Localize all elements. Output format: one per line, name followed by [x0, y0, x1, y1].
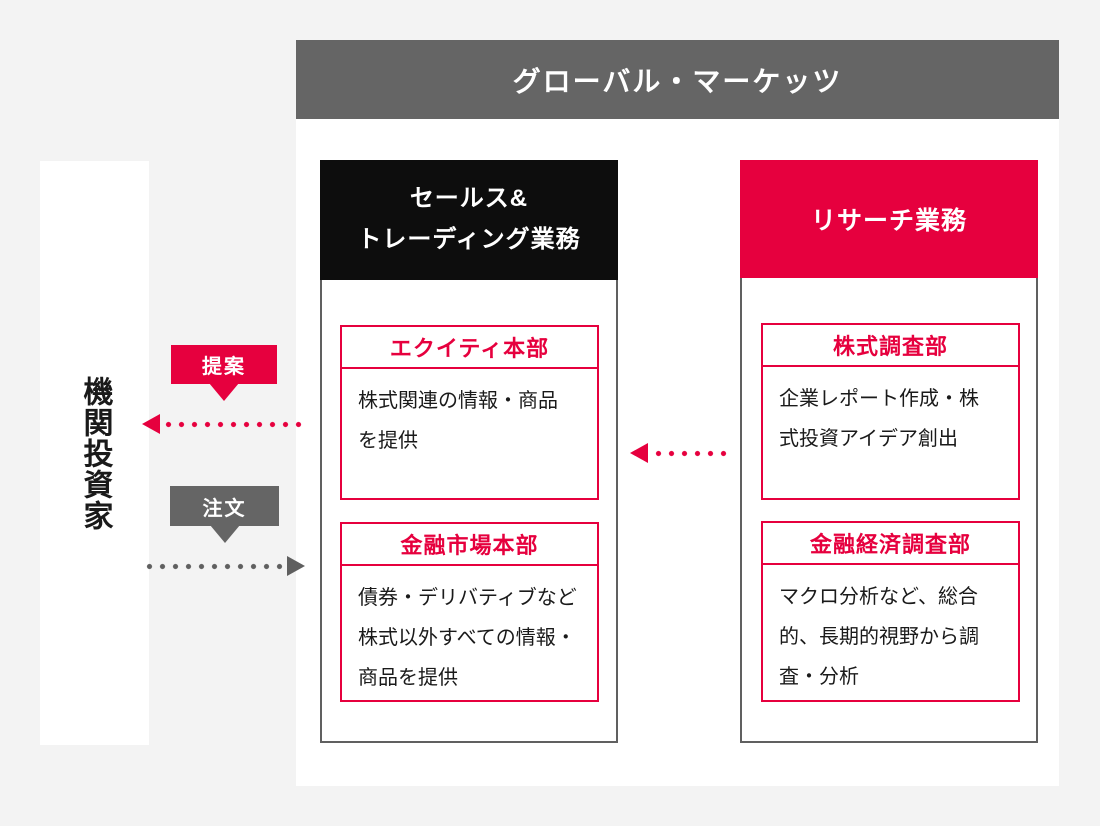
equity-division-body: 株式関連の情報・商品 を提供 — [358, 390, 558, 452]
sales-trading-header: セールス& トレーディング業務 — [320, 160, 618, 280]
proposal-bubble: 提案 — [171, 345, 277, 401]
research-dotted-line — [652, 450, 730, 457]
bubble-tail-icon — [209, 383, 239, 401]
arrowhead-right-icon — [287, 556, 305, 576]
bubble-tail-icon — [209, 525, 240, 543]
global-markets-title: グローバル・マーケッツ — [512, 65, 843, 97]
proposal-dotted-line — [162, 421, 308, 428]
economic-research-dept-title: 金融経済調査部 — [763, 523, 1018, 565]
economic-research-dept-body: マクロ分析など、総合 的、長期的視野から調 査・分析 — [779, 586, 979, 688]
economic-research-dept-box: 金融経済調査部 マクロ分析など、総合 的、長期的視野から調 査・分析 — [761, 521, 1020, 702]
order-label: 注文 — [202, 497, 247, 520]
order-bubble: 注文 — [170, 486, 279, 543]
equity-research-dept-body: 企業レポート作成・株 式投資アイデア創出 — [779, 388, 979, 450]
financial-markets-division-box: 金融市場本部 債券・デリバティブなど 株式以外すべての情報・ 商品を提供 — [340, 522, 599, 702]
financial-markets-division-title: 金融市場本部 — [342, 524, 597, 566]
order-dotted-line — [143, 563, 285, 570]
arrowhead-left-icon — [142, 414, 160, 434]
global-markets-header: グローバル・マーケッツ — [296, 40, 1059, 119]
investor-label: 機関投資家 — [78, 375, 112, 531]
equity-division-title: エクイティ本部 — [342, 327, 597, 369]
investor-bar: 機関投資家 — [40, 161, 149, 745]
equity-research-dept-box: 株式調査部 企業レポート作成・株 式投資アイデア創出 — [761, 323, 1020, 500]
proposal-label: 提案 — [202, 356, 246, 378]
research-header: リサーチ業務 — [740, 160, 1038, 278]
financial-markets-division-body: 債券・デリバティブなど 株式以外すべての情報・ 商品を提供 — [358, 587, 577, 689]
equity-research-dept-title: 株式調査部 — [763, 325, 1018, 367]
arrowhead-left-icon — [630, 443, 648, 463]
equity-division-box: エクイティ本部 株式関連の情報・商品 を提供 — [340, 325, 599, 500]
